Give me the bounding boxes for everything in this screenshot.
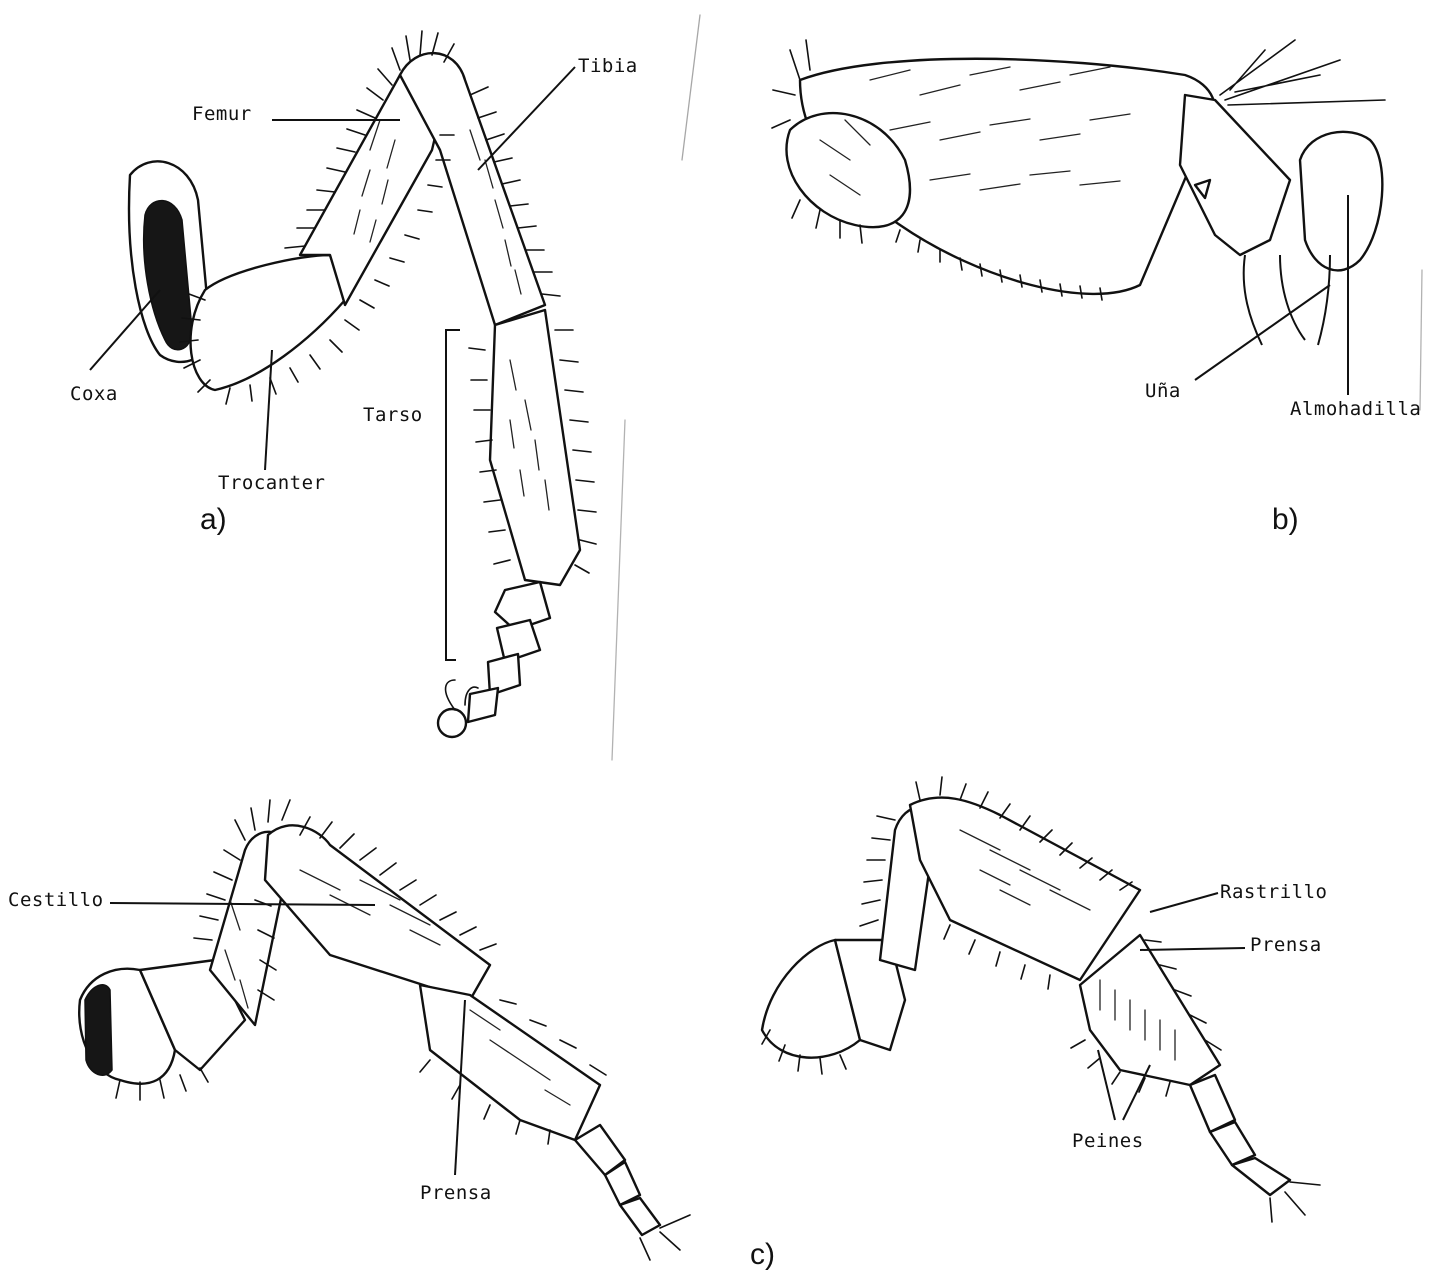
basitarsus-segment: [420, 985, 600, 1140]
femur-label: Femur: [192, 105, 252, 124]
scan-edge-line: [1420, 270, 1422, 410]
prensa-left-label: Prensa: [420, 1184, 492, 1203]
tarsal-segment: [1210, 1122, 1255, 1165]
almohadilla-label: Almohadilla: [1290, 400, 1421, 419]
coxa-dark-area: [85, 985, 112, 1075]
scan-edge-line: [612, 420, 625, 760]
tarso-label: Tarso: [363, 406, 423, 425]
prensa-right-leader: [1140, 948, 1245, 950]
scan-edge-line: [682, 15, 700, 160]
basitarsus-segment: [490, 310, 580, 585]
una-leader: [1195, 285, 1330, 380]
prensa-right-label: Prensa: [1250, 936, 1322, 955]
tibia-segment: [910, 798, 1140, 980]
pad-arolium: [1300, 132, 1382, 271]
tarsal-segment: [1232, 1158, 1290, 1195]
panel-c-label: c): [750, 1240, 775, 1270]
tibia-leader: [478, 67, 575, 170]
trocanter-label: Trocanter: [218, 474, 325, 493]
rastrillo-leader: [1150, 893, 1218, 912]
trochanter-segment: [191, 255, 345, 390]
leg-c-left: [79, 800, 690, 1260]
tarso-bracket: [446, 330, 460, 660]
pretarsus-segment: [1180, 95, 1290, 255]
una-label: Uña: [1145, 382, 1181, 401]
leg-a: [129, 31, 596, 737]
cestillo-label: Cestillo: [8, 891, 104, 910]
tarsal-segment: [468, 688, 498, 722]
claw: [1280, 255, 1305, 340]
leg-c-right: [762, 777, 1320, 1222]
panel-b-label: b): [1272, 505, 1299, 535]
rastrillo-label: Rastrillo: [1220, 883, 1327, 902]
panel-a-label: a): [200, 505, 227, 535]
claw: [1244, 255, 1262, 345]
tarsal-segment: [620, 1198, 660, 1235]
tibia-label: Tibia: [578, 57, 638, 76]
leg-b: [772, 40, 1385, 345]
claw: [446, 680, 455, 710]
tarsal-pad: [438, 709, 466, 737]
peines-label: Peines: [1072, 1132, 1144, 1151]
coxa-label: Coxa: [70, 385, 118, 404]
